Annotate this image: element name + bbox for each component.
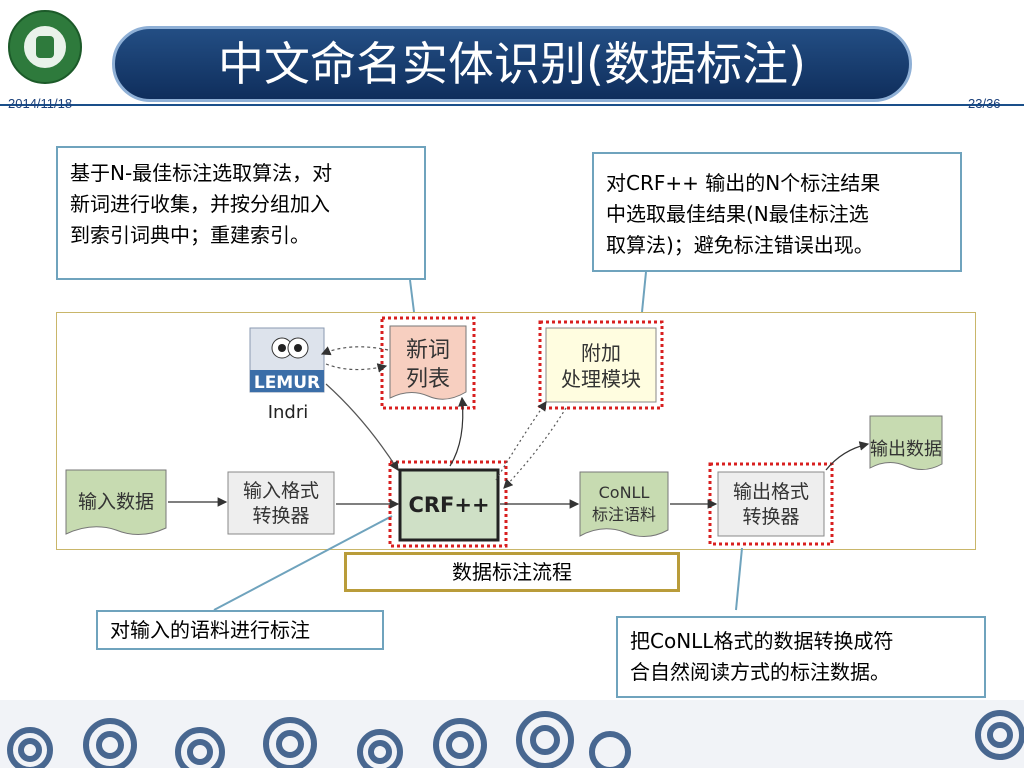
new-words-label: 新词 — [406, 338, 450, 363]
diagram-caption: 数据标注流程 — [344, 552, 680, 592]
lemur-logo-text: LEMUR — [254, 373, 320, 393]
input-data-label: 输入数据 — [78, 491, 154, 513]
output-converter-box — [717, 471, 825, 537]
arrow-new-words-to-lemur — [320, 346, 389, 356]
logo-emblem-icon — [36, 36, 54, 58]
wave-decoration — [0, 700, 1024, 768]
crf-box — [398, 468, 500, 542]
input-converter-label: 转换器 — [252, 505, 309, 527]
note-top-left-line: 基于N-最佳标注选取算法，对 — [70, 161, 333, 185]
input-converter-box — [227, 471, 335, 535]
note-top-left-line: 到索引词典中；重建索引。 — [70, 223, 310, 247]
conll-label: CoNLL — [599, 483, 650, 502]
note-bottom-left: 对输入的语料进行标注 — [96, 610, 384, 650]
university-logo — [8, 10, 82, 84]
addon-module-label: 附加 — [581, 341, 621, 365]
note-bottom-right: 把CoNLL格式的数据转换成符 合自然阅读方式的标注数据。 — [616, 616, 986, 698]
note-connector — [409, 279, 415, 313]
note-top-right-line: 对CRF++ 输出的N个标注结果 — [606, 171, 881, 195]
highlight-output-converter — [708, 462, 834, 546]
arrow-crf-to-addon — [495, 401, 547, 481]
note-top-left-line: 新词进行收集，并按分组加入 — [70, 192, 330, 216]
arrow-lemur-to-new-words — [325, 363, 388, 373]
crf-label: CRF++ — [408, 493, 489, 517]
input-data-doc — [65, 469, 167, 535]
note-top-left: 基于N-最佳标注选取算法，对 新词进行收集，并按分组加入 到索引词典中；重建索引… — [56, 146, 426, 280]
note-connector — [213, 515, 393, 611]
note-bottom-right-line: 合自然阅读方式的标注数据。 — [630, 660, 890, 684]
input-converter-label: 输入格式 — [243, 480, 319, 502]
note-top-right: 对CRF++ 输出的N个标注结果 中选取最佳结果(N最佳标注选 取算法)；避免标… — [592, 152, 962, 272]
new-words-label: 列表 — [406, 367, 450, 392]
addon-module-label: 处理模块 — [561, 367, 641, 391]
highlight-new-words — [380, 316, 476, 410]
title-banner — [112, 26, 912, 102]
note-top-right-line: 中选取最佳结果(N最佳标注选 — [606, 202, 869, 226]
output-data-doc — [869, 415, 943, 470]
arrow-to-output-data — [825, 441, 870, 471]
conll-doc — [579, 471, 669, 537]
conll-label: 标注语料 — [592, 505, 656, 524]
arrow-lemur-to-crf — [325, 383, 399, 472]
note-bottom-right-line: 把CoNLL格式的数据转换成符 — [630, 629, 894, 653]
lemur-logo-icon: LEMUR — [249, 327, 325, 393]
output-converter-label: 输出格式 — [733, 481, 809, 503]
note-connector — [735, 547, 743, 611]
indri-label: Indri — [268, 402, 309, 423]
slide-date: 2014/11/18 — [8, 96, 73, 111]
new-words-doc — [389, 325, 467, 400]
highlight-addon — [538, 320, 664, 410]
arrow-crf-to-new-words — [449, 396, 468, 467]
addon-module-box — [545, 327, 657, 403]
slide-page-number: 23/36 — [968, 96, 1001, 111]
note-top-right-line: 取算法)；避免标注错误出现。 — [606, 233, 874, 257]
output-converter-label: 转换器 — [742, 506, 799, 528]
arrow-addon-to-crf — [503, 407, 567, 489]
note-connector — [641, 271, 647, 313]
output-data-label: 输出数据 — [870, 439, 942, 460]
slide-title: 中文命名实体识别(数据标注) — [218, 37, 806, 91]
header-rule — [0, 104, 1024, 106]
